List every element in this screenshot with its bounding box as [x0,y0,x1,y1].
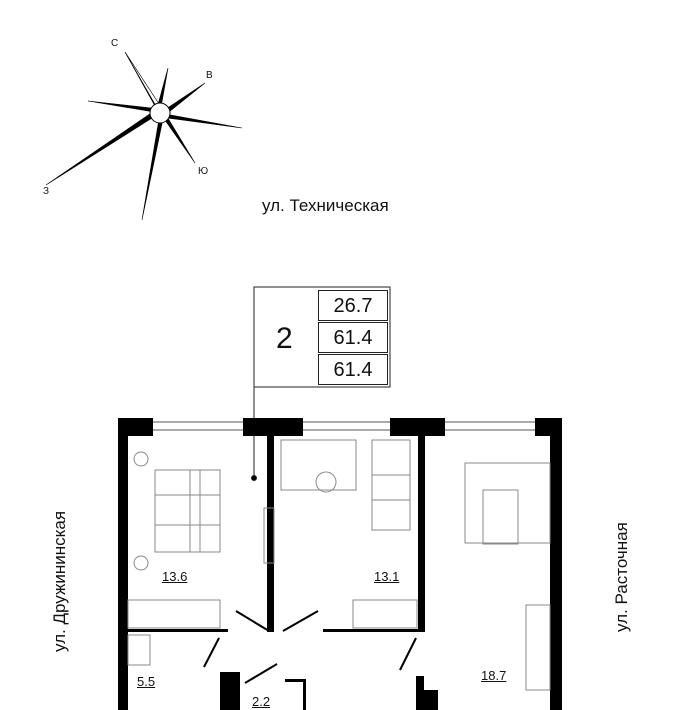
furniture [127,439,551,691]
windows [153,421,535,431]
doors [203,610,417,684]
total-area: 61.4 [318,322,388,353]
room-area-bedroom-2: 13.1 [374,569,400,584]
living-area: 26.7 [318,290,388,321]
total-area-2: 61.4 [318,354,388,385]
compass-west-label: З [43,186,50,197]
walls [118,418,562,710]
room-area-bathroom: 5.5 [137,674,156,689]
compass-north-label: С [111,38,119,49]
room-area-wc: 2.2 [252,694,271,709]
street-right: ул. Расточная [612,522,631,632]
compass-east-label: В [206,70,213,81]
room-count: 2 [276,322,293,355]
street-top: ул. Техническая [262,196,389,215]
compass-south-label: Ю [198,166,209,177]
room-area-bedroom-1: 13.6 [162,569,188,584]
room-area-kitchen-living: 18.7 [481,668,507,683]
street-left: ул. Дружининская [50,510,69,652]
compass-rose-icon [45,51,243,221]
